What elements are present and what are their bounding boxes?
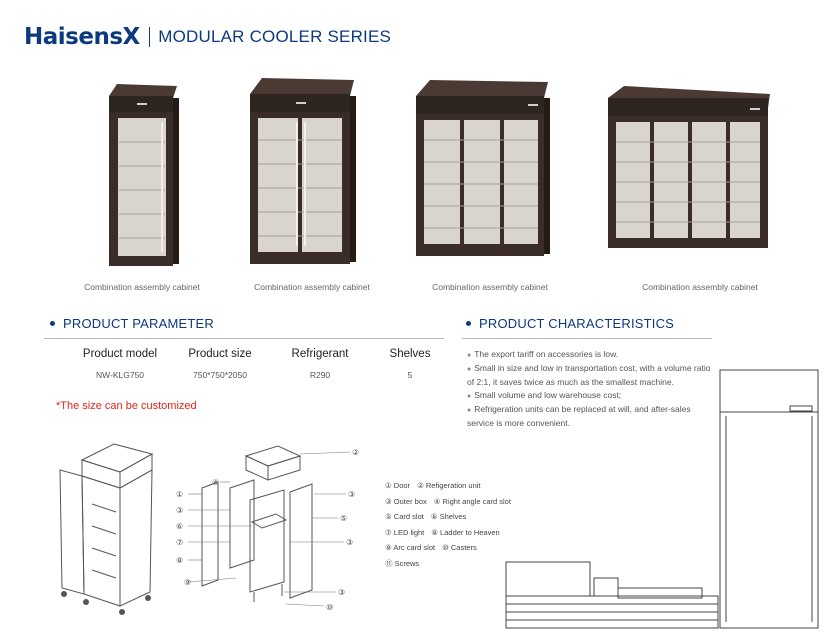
table-header-cell: Product size — [188, 348, 252, 360]
product-caption-2: Combination assembly cabinet — [254, 282, 370, 292]
dimension-outline-drawing — [505, 369, 819, 629]
callout-9: ⑨ — [184, 578, 191, 587]
product-caption-4: Combination assembly cabinet — [642, 282, 758, 292]
table-cell: 5 — [407, 370, 413, 380]
product-image-1-door — [109, 84, 179, 266]
list-item: ●The export tariff on accessories is low… — [467, 349, 619, 359]
characteristics-section-title: PRODUCT CHARACTERISTICS — [466, 316, 674, 331]
series-title: MODULAR COOLER SERIES — [158, 27, 392, 46]
list-item: ●Small in size and low in transportation… — [467, 363, 711, 387]
table-header-cell: Refrigerant — [291, 348, 349, 360]
table-header-row: Product model Product size Refrigerant S… — [70, 348, 450, 370]
callout-3: ③ — [176, 506, 183, 515]
table-header-cell: Shelves — [389, 348, 431, 360]
callout-4: ④ — [212, 478, 219, 487]
characteristics-divider — [462, 338, 712, 339]
customization-note: *The size can be customized — [56, 400, 197, 412]
callout-10: ⑩ — [326, 603, 333, 612]
bullet-dot-icon — [50, 321, 55, 326]
list-item: ●Small volume and low warehouse cost; — [467, 390, 622, 400]
legend-row: ⑪ Screws — [385, 558, 420, 568]
characteristics-list: ●The export tariff on accessories is low… — [467, 348, 712, 430]
table-cell: 750*750*2050 — [193, 370, 247, 380]
table-row: NW-KLG750 750*750*2050 R290 5 — [70, 370, 450, 380]
table-cell: R290 — [309, 370, 331, 380]
bullet-icon: ● — [467, 366, 472, 373]
list-item: ●Refrigeration units can be replaced at … — [467, 404, 691, 428]
bullet-dot-icon — [466, 321, 471, 326]
product-caption-3: Combination assembly cabinet — [432, 282, 548, 292]
product-image-3-door — [416, 80, 550, 256]
bullet-icon: ● — [467, 407, 472, 414]
callout-5: ⑤ — [340, 514, 347, 523]
parameter-table: Product model Product size Refrigerant S… — [70, 348, 450, 380]
callout-7: ⑦ — [176, 538, 183, 547]
brand-header: HaisensX MODULAR COOLER SERIES — [24, 24, 391, 50]
product-image-2-door — [250, 78, 356, 264]
product-caption-1: Combination assembly cabinet — [84, 282, 200, 292]
parameter-divider — [44, 338, 444, 339]
product-image-4-door — [608, 86, 770, 248]
table-header-cell: Product model — [82, 348, 158, 360]
brand-divider — [148, 27, 151, 47]
assembled-cabinet-drawing — [59, 443, 154, 615]
table-cell: NW-KLG750 — [95, 370, 145, 380]
callout-2: ② — [352, 448, 359, 457]
exploded-view-drawing: ② ④ ① ③ ⑥ ⑦ ⑧ ⑨ ③ ⑤ ③ ③ ⑩ — [176, 445, 359, 612]
callout-3d: ③ — [338, 588, 345, 597]
callout-3b: ③ — [348, 490, 355, 499]
brand-logo: HaisensX — [24, 24, 140, 50]
parameter-section-title: PRODUCT PARAMETER — [50, 316, 214, 331]
bullet-icon: ● — [467, 393, 472, 400]
callout-8: ⑧ — [176, 556, 183, 565]
callout-1: ① — [176, 490, 183, 499]
bullet-icon: ● — [467, 352, 472, 359]
callout-3c: ③ — [346, 538, 353, 547]
callout-6: ⑥ — [176, 522, 183, 531]
